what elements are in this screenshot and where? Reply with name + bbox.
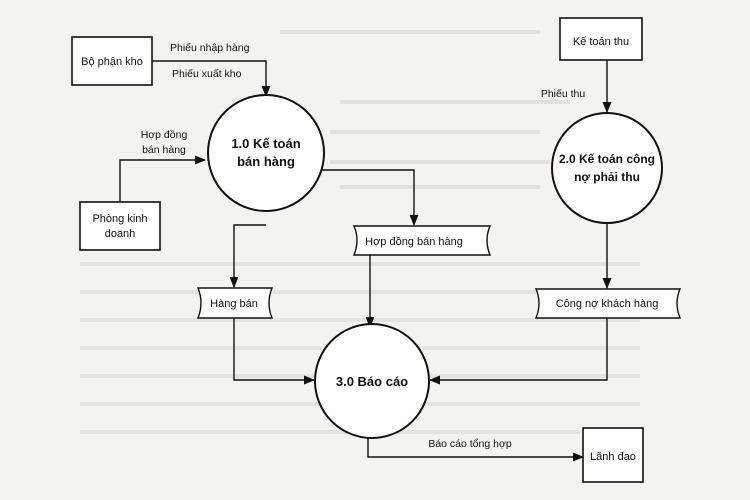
- process-reporting: 3.0 Báo cáo: [314, 323, 430, 439]
- text-line: Phòng kinh: [92, 213, 147, 225]
- text-line: bán hàng: [142, 144, 186, 156]
- store-customer-debts: Công nợ khách hàng: [534, 288, 682, 319]
- text-line: 2.0 Kế toán công: [559, 152, 655, 166]
- flow-p3-to-leadership: [367, 433, 585, 462]
- store-goods-sold-label: Hàng bán: [210, 298, 258, 310]
- entity-leadership: Lãnh đạo: [582, 427, 644, 483]
- text-line: 1.0 Kế toán: [231, 136, 300, 151]
- store-goods-sold: Hàng bán: [196, 287, 274, 319]
- text-line: nợ phải thu: [574, 170, 640, 184]
- process-receivables-accounting-label: 2.0 Kế toán công nợ phải thu: [559, 152, 655, 184]
- flow-label-summary-report: Báo cáo tổng hợp: [428, 438, 512, 450]
- store-sales-contracts-label: Hợp đồng bán hàng: [365, 236, 463, 248]
- entity-warehouse: Bộ phận kho: [71, 36, 153, 86]
- process-sales-accounting-label: 1.0 Kế toán bán hàng: [231, 136, 300, 169]
- entity-leadership-label: Lãnh đạo: [590, 451, 636, 463]
- flow-p1-to-goods: [229, 224, 266, 289]
- flow-label-receipt-note: Phiếu nhập hàng: [170, 42, 250, 54]
- flow-lines: [119, 60, 612, 462]
- flow-label-sales-contract: Hợp đồng bán hàng: [141, 129, 188, 156]
- text-line: doanh: [105, 228, 136, 240]
- text-line: Hợp đồng: [141, 129, 188, 141]
- flow-goods-to-p3: [233, 318, 316, 385]
- process-sales-accounting: 1.0 Kế toán bán hàng: [207, 94, 325, 212]
- process-receivables-accounting: 2.0 Kế toán công nợ phải thu: [551, 112, 663, 224]
- flow-debts-to-p3: [428, 318, 608, 385]
- flow-p1-to-contracts: [320, 169, 419, 227]
- entity-warehouse-label: Bộ phận kho: [81, 56, 143, 68]
- entity-receivables-accountant: Kế toán thu: [559, 17, 643, 61]
- store-sales-contracts: Hợp đồng bán hàng: [352, 225, 492, 256]
- entity-sales-office-label: Phòng kinh doanh: [92, 213, 147, 240]
- entity-sales-office: Phòng kinh doanh: [79, 201, 161, 251]
- flow-label-payment-receipt: Phiếu thu: [541, 88, 586, 100]
- flow-label-issue-note: Phiếu xuất kho: [172, 68, 242, 80]
- process-reporting-label: 3.0 Báo cáo: [336, 374, 408, 389]
- entity-receivables-accountant-label: Kế toán thu: [573, 36, 629, 48]
- flow-sales-office-to-p1: [119, 155, 207, 202]
- flow-warehouse-to-p1: [152, 60, 271, 98]
- store-customer-debts-label: Công nợ khách hàng: [556, 298, 659, 310]
- text-line: bán hàng: [237, 154, 295, 169]
